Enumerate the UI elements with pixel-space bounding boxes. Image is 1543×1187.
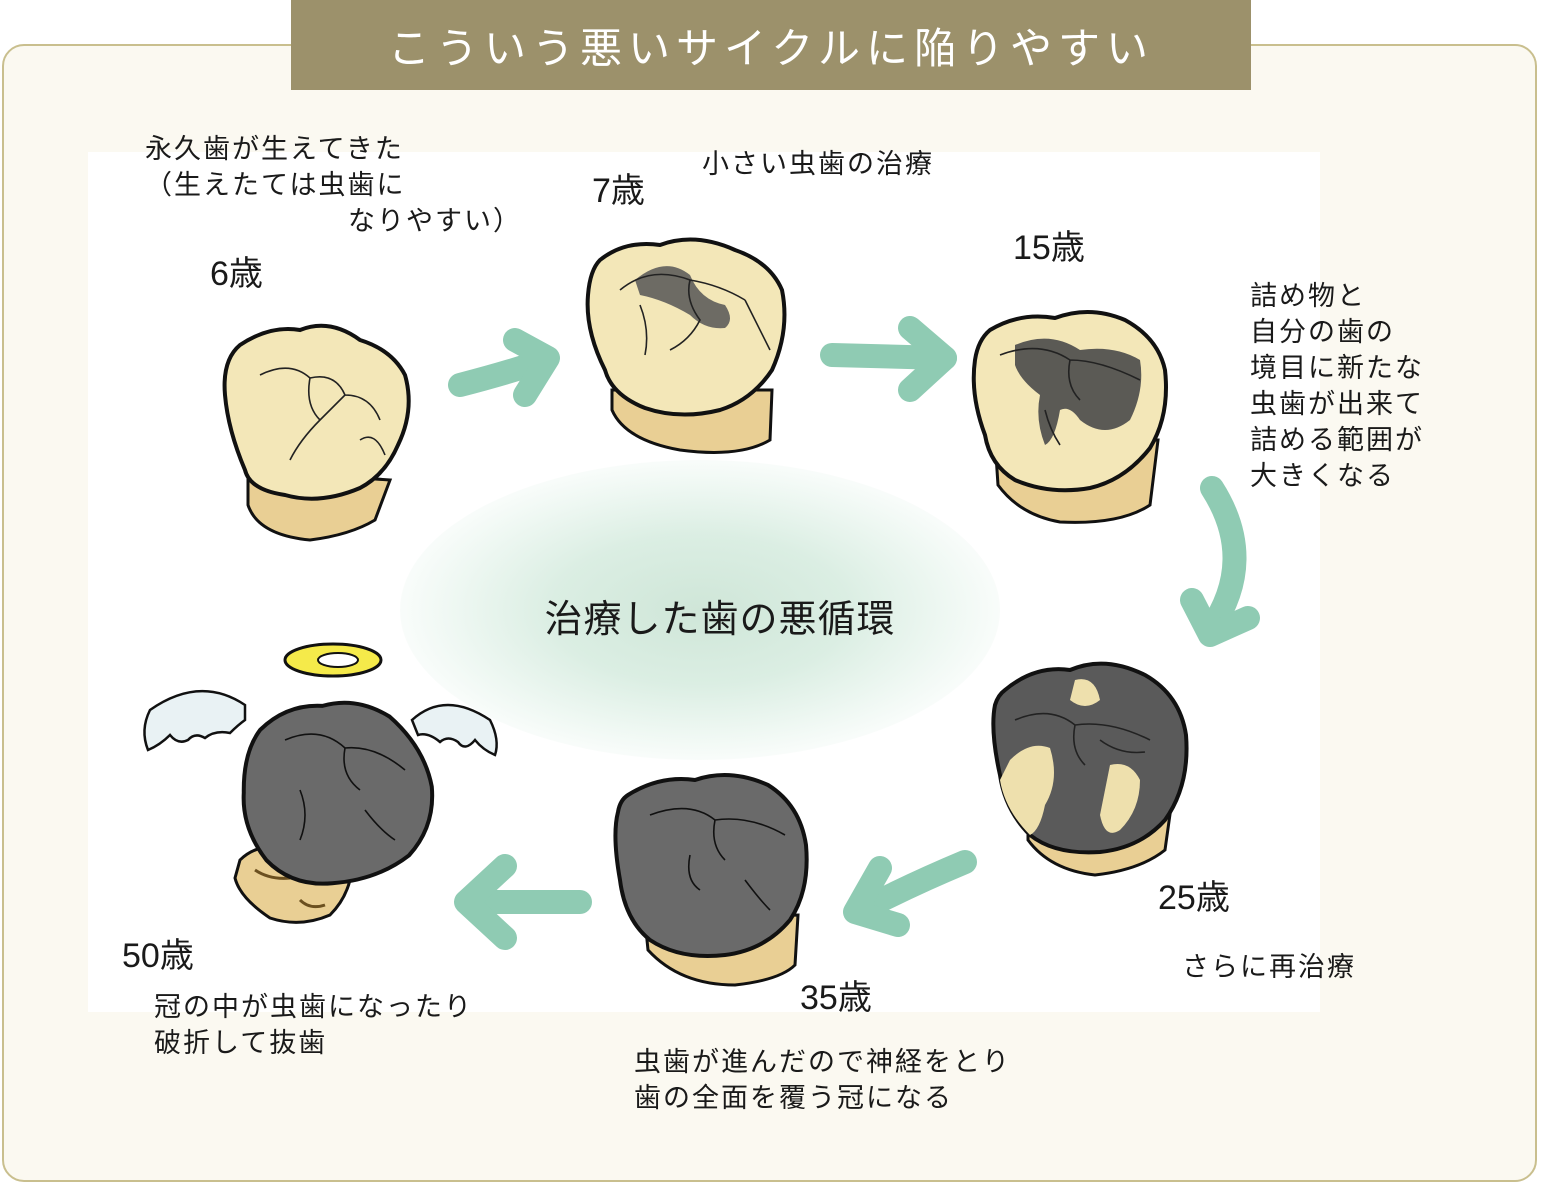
tooth-25-years bbox=[991, 661, 1189, 877]
tooth-35-years bbox=[613, 773, 809, 987]
tooth-50-years bbox=[143, 642, 498, 924]
note-15: 詰め物と 自分の歯の 境目に新たな 虫歯が出来て 詰める範囲が 大きくなる bbox=[1250, 281, 1424, 492]
tooth-15-years bbox=[971, 309, 1168, 524]
note-7: 小さい虫歯の治療 bbox=[702, 149, 934, 180]
center-glow bbox=[400, 460, 1000, 760]
note-6: 永久歯が生えてきた （生えたては虫歯に なりやすい） bbox=[145, 134, 522, 237]
tooth-7-years bbox=[585, 237, 787, 454]
age-7: 7歳 bbox=[592, 172, 645, 210]
note-25: さらに再治療 bbox=[1182, 952, 1356, 983]
title-text: こういう悪いサイクルに陥りやすい bbox=[388, 23, 1154, 73]
tooth-6-years bbox=[222, 323, 411, 542]
note-35: 虫歯が進んだので神経をとり 歯の全面を覆う冠になる bbox=[634, 1047, 1011, 1114]
arrow-7-to-15 bbox=[820, 316, 957, 402]
title-banner: こういう悪いサイクルに陥りやすい bbox=[291, 0, 1251, 90]
arrow-25-to-35 bbox=[843, 850, 977, 937]
note-50: 冠の中が虫歯になったり 破折して抜歯 bbox=[154, 992, 473, 1059]
age-6: 6歳 bbox=[210, 255, 263, 293]
age-50: 50歳 bbox=[122, 937, 194, 975]
age-35: 35歳 bbox=[800, 979, 872, 1017]
age-25: 25歳 bbox=[1158, 879, 1230, 917]
center-label: 治療した歯の悪循環 bbox=[544, 597, 896, 641]
arrow-15-to-25 bbox=[1180, 476, 1260, 647]
arrow-35-to-50 bbox=[454, 854, 592, 950]
age-15: 15歳 bbox=[1013, 229, 1085, 267]
arrow-6-to-7 bbox=[448, 328, 560, 407]
